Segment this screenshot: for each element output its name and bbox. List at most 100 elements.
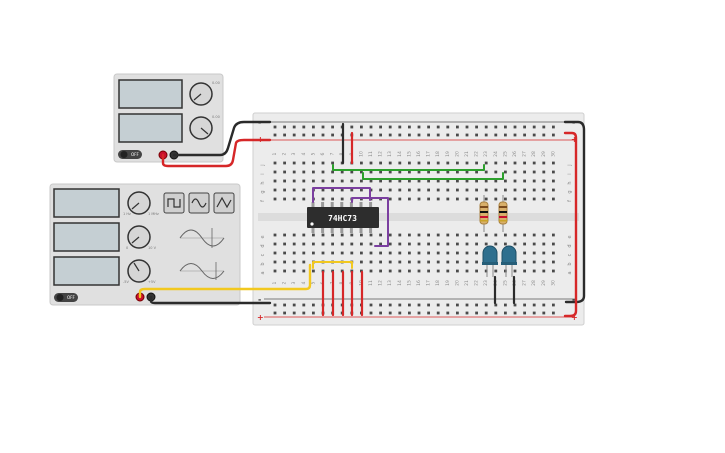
rail-hole[interactable] xyxy=(312,133,315,137)
rail-hole[interactable] xyxy=(360,125,363,129)
rail-hole[interactable] xyxy=(552,303,555,307)
terminal-hole[interactable] xyxy=(379,188,382,192)
resistor-1[interactable] xyxy=(479,195,489,232)
terminal-hole[interactable] xyxy=(523,269,526,273)
terminal-hole[interactable] xyxy=(340,251,344,255)
terminal-hole[interactable] xyxy=(331,179,334,183)
rail-hole[interactable] xyxy=(552,311,555,315)
terminal-hole[interactable] xyxy=(388,233,392,237)
rail-hole[interactable] xyxy=(283,303,286,307)
rail-hole[interactable] xyxy=(542,311,546,315)
terminal-hole[interactable] xyxy=(388,161,392,165)
terminal-hole[interactable] xyxy=(504,242,507,246)
rail-hole[interactable] xyxy=(388,311,392,315)
terminal-hole[interactable] xyxy=(513,269,517,273)
terminal-hole[interactable] xyxy=(331,170,334,174)
terminal-hole[interactable] xyxy=(552,269,555,273)
terminal-hole[interactable] xyxy=(484,197,488,201)
terminal-hole[interactable] xyxy=(369,179,373,183)
rail-hole[interactable] xyxy=(523,133,526,137)
rail-hole[interactable] xyxy=(484,133,488,137)
wire-purple[interactable] xyxy=(312,187,371,203)
terminal-hole[interactable] xyxy=(532,188,536,192)
terminal-hole[interactable] xyxy=(292,179,296,183)
wires[interactable] xyxy=(138,120,586,318)
terminal-hole[interactable] xyxy=(542,260,546,264)
terminal-hole[interactable] xyxy=(532,233,536,237)
rail-hole[interactable] xyxy=(398,133,402,137)
terminal-hole[interactable] xyxy=(273,188,277,192)
terminal-hole[interactable] xyxy=(446,197,450,201)
terminal-hole[interactable] xyxy=(532,197,536,201)
wire-yellow[interactable] xyxy=(312,261,353,269)
terminal-hole[interactable] xyxy=(436,260,440,264)
terminal-hole[interactable] xyxy=(417,242,421,246)
terminal-hole[interactable] xyxy=(312,251,315,255)
terminal-hole[interactable] xyxy=(379,161,382,165)
terminal-hole[interactable] xyxy=(321,251,325,255)
rail-hole[interactable] xyxy=(408,303,411,307)
terminal-hole[interactable] xyxy=(408,161,411,165)
terminal-hole[interactable] xyxy=(446,161,450,165)
rail-hole[interactable] xyxy=(302,311,306,315)
terminal-hole[interactable] xyxy=(388,170,392,174)
terminal-hole[interactable] xyxy=(312,269,315,273)
terminal-hole[interactable] xyxy=(552,260,555,264)
terminal-hole[interactable] xyxy=(475,251,478,255)
rail-hole[interactable] xyxy=(408,133,411,137)
terminal-hole[interactable] xyxy=(302,197,306,201)
terminal-hole[interactable] xyxy=(292,170,296,174)
terminal-hole[interactable] xyxy=(388,179,392,183)
terminal-hole[interactable] xyxy=(388,188,392,192)
terminal-hole[interactable] xyxy=(273,269,277,273)
terminal-hole[interactable] xyxy=(513,242,517,246)
rail-hole[interactable] xyxy=(456,311,459,315)
terminal-hole[interactable] xyxy=(369,269,373,273)
terminal-hole[interactable] xyxy=(504,188,507,192)
wire-red[interactable] xyxy=(563,131,578,318)
rail-hole[interactable] xyxy=(542,125,546,129)
terminal-hole[interactable] xyxy=(321,170,325,174)
terminal-hole[interactable] xyxy=(283,188,286,192)
terminal-hole[interactable] xyxy=(321,161,325,165)
led-2[interactable] xyxy=(501,245,517,277)
rail-hole[interactable] xyxy=(532,125,536,129)
terminal-hole[interactable] xyxy=(494,170,498,174)
terminal-hole[interactable] xyxy=(417,251,421,255)
terminal-hole[interactable] xyxy=(475,242,478,246)
terminal-hole[interactable] xyxy=(379,251,382,255)
terminal-hole[interactable] xyxy=(283,161,286,165)
square-wave-button[interactable] xyxy=(163,192,185,214)
rail-hole[interactable] xyxy=(513,303,517,307)
rail-hole[interactable] xyxy=(388,125,392,129)
terminal-hole[interactable] xyxy=(273,251,277,255)
terminal-hole[interactable] xyxy=(475,161,478,165)
rail-hole[interactable] xyxy=(456,303,459,307)
terminal-hole[interactable] xyxy=(331,197,334,201)
terminal-hole[interactable] xyxy=(398,260,402,264)
terminal-hole[interactable] xyxy=(302,170,306,174)
terminal-hole[interactable] xyxy=(292,269,296,273)
terminal-hole[interactable] xyxy=(446,260,450,264)
terminal-hole[interactable] xyxy=(504,197,507,201)
terminal-hole[interactable] xyxy=(321,233,325,237)
terminal-hole[interactable] xyxy=(388,242,392,246)
terminal-hole[interactable] xyxy=(312,179,315,183)
rail-hole[interactable] xyxy=(542,133,546,137)
terminal-hole[interactable] xyxy=(379,269,382,273)
terminal-hole[interactable] xyxy=(494,269,498,273)
terminal-hole[interactable] xyxy=(292,251,296,255)
terminal-hole[interactable] xyxy=(369,161,373,165)
terminal-hole[interactable] xyxy=(542,242,546,246)
terminal-hole[interactable] xyxy=(484,161,488,165)
terminal-hole[interactable] xyxy=(408,269,411,273)
rail-hole[interactable] xyxy=(446,303,450,307)
terminal-hole[interactable] xyxy=(273,233,277,237)
terminal-hole[interactable] xyxy=(369,251,373,255)
terminal-hole[interactable] xyxy=(513,233,517,237)
terminal-hole[interactable] xyxy=(350,251,354,255)
terminal-hole[interactable] xyxy=(456,269,459,273)
terminal-hole[interactable] xyxy=(542,170,546,174)
terminal-hole[interactable] xyxy=(542,197,546,201)
terminal-hole[interactable] xyxy=(417,188,421,192)
